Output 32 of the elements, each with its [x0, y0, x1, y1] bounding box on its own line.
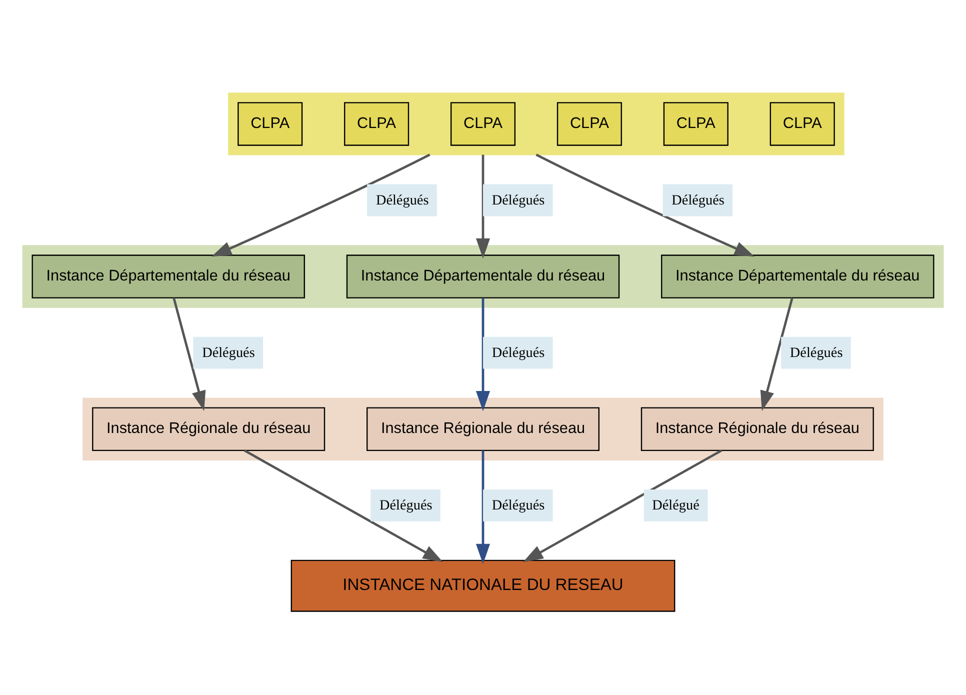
cluster: [82, 398, 884, 460]
node-box: Instance Départementale du réseau: [661, 254, 934, 298]
arrow: [476, 298, 490, 412]
edge-label: Délégués: [492, 192, 545, 208]
edge-label: Délégués: [202, 345, 255, 362]
node-box: CLPA: [344, 102, 410, 146]
node-box: INSTANCE NATIONALE DU RESEAU: [290, 560, 676, 612]
edge-label: Délégués: [492, 498, 545, 514]
node-box: Instance Régionale du réseau: [640, 407, 874, 451]
node-box: CLPA: [770, 102, 835, 146]
arrow: [172, 298, 206, 411]
edge-label: Délégués: [790, 345, 843, 362]
node-box: Instance Régionale du réseau: [92, 407, 326, 451]
cluster: [22, 245, 944, 308]
arrow: [476, 154, 490, 259]
node-box: CLPA: [238, 102, 303, 146]
node-box: CLPA: [556, 102, 622, 146]
edge-label: Délégués: [380, 498, 432, 514]
arrow: [211, 154, 430, 257]
arrow: [760, 298, 794, 411]
arrow: [536, 154, 755, 257]
node-box: CLPA: [663, 102, 728, 146]
edge-label: Délégués: [376, 192, 429, 208]
arrow: [476, 450, 490, 564]
node-box: Instance Départementale du réseau: [32, 254, 305, 298]
node-box: CLPA: [450, 102, 516, 146]
edge-label: Délégués: [492, 345, 545, 362]
node-box: Instance Régionale du réseau: [366, 407, 600, 451]
edge-label: Délégué: [652, 498, 700, 514]
edge-label: Délégués: [672, 192, 724, 208]
cluster: [228, 92, 844, 156]
node-box: Instance Départementale du réseau: [346, 254, 620, 298]
